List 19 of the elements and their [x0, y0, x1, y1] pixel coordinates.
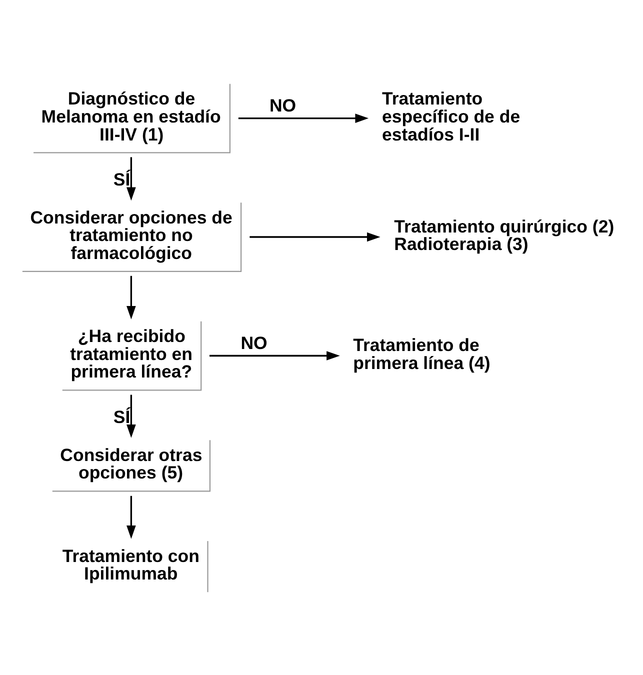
edge-label: SÍ	[113, 406, 130, 427]
arrow	[250, 232, 380, 242]
arrow	[126, 156, 136, 200]
node-text: ¿Ha recibido tratamiento en primera línea?	[70, 326, 192, 382]
edge-label: SÍ	[113, 169, 130, 190]
arrow	[209, 350, 340, 360]
node-text: Considerar otras opciones (5)	[60, 444, 202, 482]
arrow	[126, 394, 136, 438]
node-text: Tratamiento quirúrgico (2) Radioterapia (3)	[394, 216, 614, 254]
node-text: Considerar opciones de tratamiento no farmacológico	[30, 206, 232, 262]
arrow	[126, 495, 136, 538]
node-text: Diagnóstico de Melanoma en estadío III-IV (1)	[41, 88, 221, 144]
node-text: Tratamiento con Ipilimumab	[62, 545, 200, 584]
edge-label: NO	[240, 332, 268, 352]
node-text: Tratamiento de primera línea (4)	[353, 334, 490, 372]
node-text: Tratamiento específico de de estadíos I-II	[382, 88, 520, 144]
edge-label: NO	[269, 94, 296, 115]
arrow	[126, 275, 136, 319]
arrow	[238, 113, 369, 122]
